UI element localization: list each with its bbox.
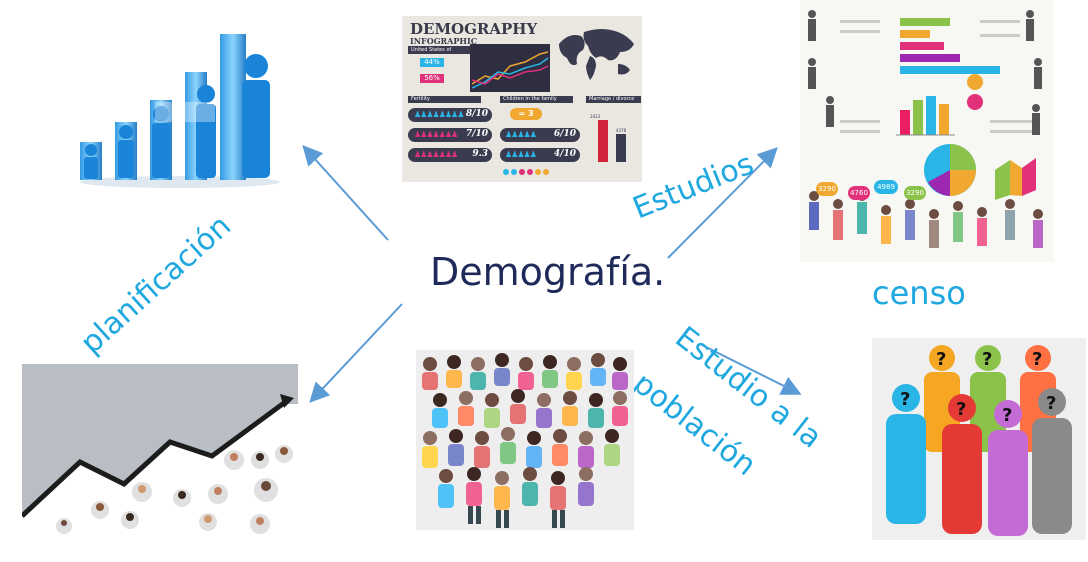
statistics-people-image: 3290 4760 4989 3290 [800, 0, 1054, 262]
arrow-to-planificacion [302, 145, 389, 241]
arrow-to-poblacion [701, 344, 802, 395]
infographic-row-2: ♟♟♟♟♟♟♟ 7/10 [408, 128, 492, 142]
infographic-sec-fertility: Fertility [408, 96, 481, 103]
infographic-bar-val-1: 3423 [590, 114, 601, 119]
infographic-row-3: ♟♟♟♟♟♟♟ 9.3 [408, 148, 492, 162]
svg-text:?: ? [1032, 349, 1042, 370]
infographic-pct-male: 44% [420, 58, 444, 67]
census-question-people-image: ? ? ? ? ? ? ? [872, 338, 1086, 540]
infographic-country: United States of America [408, 46, 471, 54]
crowd-image [416, 350, 634, 530]
arrow-to-estudios [667, 147, 778, 259]
infographic-bar-val-2: 4378 [616, 128, 627, 133]
stat-bubble-3: 4989 [874, 180, 898, 194]
svg-text:?: ? [1002, 405, 1012, 426]
infographic-row-4: ♟♟♟♟♟ 6/10 [500, 128, 580, 142]
infographic-ratio-3: 9.3 [472, 149, 488, 159]
svg-text:?: ? [956, 399, 966, 420]
growth-people-image [60, 22, 280, 192]
infographic-row-1: ♟♟♟♟♟♟♟♟ 8/10 [408, 108, 492, 122]
stat-bubble-2: 4760 [848, 186, 870, 200]
infographic-dots [503, 169, 549, 175]
infographic-sec-marriage: Marriage / divorce [586, 96, 641, 103]
infographic-sec-children: Children in the family [500, 96, 573, 103]
infographic-title: DEMOGRAPHY [410, 20, 538, 38]
svg-text:?: ? [1046, 393, 1056, 414]
stat-bubble-1: 3290 [816, 182, 838, 196]
infographic-children-eq: = 3 [510, 108, 542, 120]
svg-text:?: ? [900, 389, 910, 410]
svg-text:?: ? [982, 349, 992, 370]
infographic-bar-marriage [598, 120, 608, 162]
infographic-ratio-2: 7/10 [465, 129, 488, 139]
demography-infographic: DEMOGRAPHY INFOGRAPHIC United States of … [402, 16, 642, 182]
infographic-pct-female: 56% [420, 74, 444, 83]
infographic-ratio-4: 6/10 [553, 129, 576, 139]
infographic-bar-divorce [616, 134, 626, 162]
stat-bubble-4: 3290 [904, 186, 926, 200]
infographic-subtitle: INFOGRAPHIC [410, 36, 478, 46]
trend-avatars-image [22, 364, 298, 540]
diagram-center-title: Demografía. [430, 250, 666, 294]
infographic-ratio-1: 8/10 [465, 109, 488, 119]
infographic-ratio-5: 4/10 [553, 149, 576, 159]
label-censo: censo [872, 274, 966, 312]
arrow-to-trend [309, 303, 403, 403]
svg-text:?: ? [936, 349, 946, 370]
infographic-row-5: ♟♟♟♟♟ 4/10 [500, 148, 580, 162]
